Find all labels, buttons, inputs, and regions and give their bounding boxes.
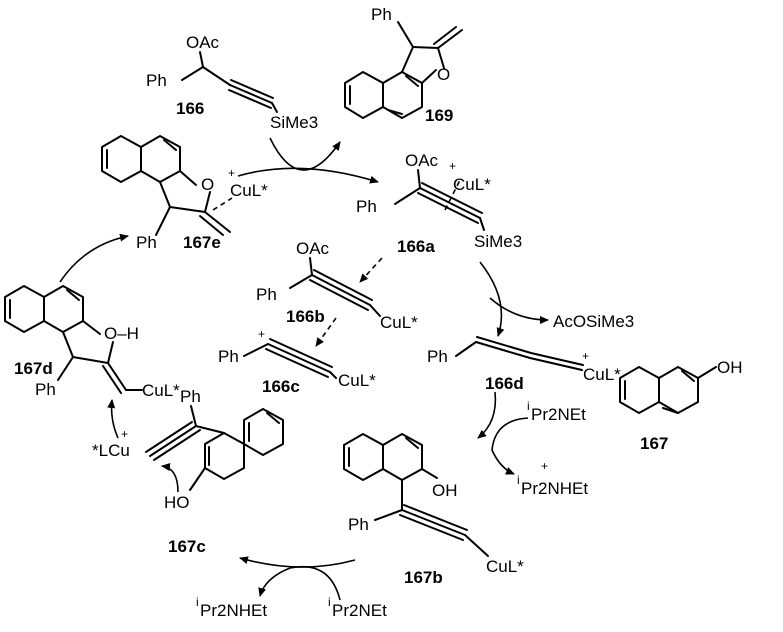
arrow-167d-to-167e <box>59 233 129 283</box>
charge-baseh1: + <box>541 459 548 473</box>
label-base2-i: i <box>328 595 331 609</box>
label-baseh2-i: i <box>196 595 199 609</box>
label-167c-ho: HO <box>164 493 190 512</box>
label-166a-ph: Ph <box>356 197 377 216</box>
arrow-166a-to-166d <box>479 261 505 337</box>
label-baseh1: Pr2NHEt <box>521 479 588 498</box>
compound-167c: Ph + *LCu HO 167c <box>92 387 284 556</box>
label-167b-oh: OH <box>432 481 458 500</box>
base-pr2net-2: i Pr2NEt <box>328 595 387 620</box>
compound-166: OAc Ph SiMe3 166 <box>146 33 318 132</box>
reaction-arrows <box>59 137 549 601</box>
label-base2: Pr2NEt <box>332 601 387 620</box>
compound-number-167c: 167c <box>168 537 206 556</box>
arrow-167c-to-167d <box>107 399 119 439</box>
label-166a-cul: CuL* <box>453 175 491 194</box>
compound-167d: O–H Ph CuL* 167d <box>4 285 180 400</box>
compound-number-166b: 166b <box>286 307 325 326</box>
label-166a-sime3: SiMe3 <box>474 232 522 251</box>
compound-number-167e: 167e <box>183 233 221 252</box>
label-166b-ph: Ph <box>256 285 277 304</box>
compound-number-167: 167 <box>640 434 668 453</box>
label-167d-cul: CuL* <box>142 381 180 400</box>
label-166-oac: OAc <box>186 33 220 52</box>
compound-number-167d: 167d <box>14 359 53 378</box>
compound-number-166: 166 <box>176 99 204 118</box>
base-pr2net-1: i Pr2NEt <box>527 399 586 424</box>
label-baseh1-i: i <box>517 473 520 487</box>
compound-number-166a: 166a <box>397 237 435 256</box>
arrow-167b-to-167c <box>239 556 356 568</box>
base-pr2nhet-1: + i Pr2NHEt <box>517 459 588 498</box>
arrow-167e-to-166a <box>237 167 379 184</box>
label-167d-ph: Ph <box>35 380 56 399</box>
label-167c-lcu: *LCu <box>92 441 130 460</box>
compound-166c: Ph + CuL* 166c <box>218 327 376 396</box>
label-baseh2: Pr2NHEt <box>200 601 267 620</box>
compound-166a: OAc + CuL* Ph SiMe3 166a <box>356 151 522 256</box>
arrow-166a-to-166b <box>359 257 383 283</box>
compound-number-169: 169 <box>425 106 453 125</box>
label-166a-oac: OAc <box>405 151 439 170</box>
label-166c-ph: Ph <box>218 347 239 366</box>
label-acosime3: AcOSiMe3 <box>553 312 634 331</box>
label-167e-cul: CuL* <box>230 181 268 200</box>
label-169-o: O <box>437 65 450 84</box>
arrow-to-169 <box>269 137 341 171</box>
charge-166c: + <box>258 327 265 341</box>
label-167c-ph: Ph <box>180 387 201 406</box>
compound-number-166c: 166c <box>262 377 300 396</box>
base-pr2nhet-2: i Pr2NHEt <box>196 595 267 620</box>
arrow-base-exchange-1 <box>491 417 529 475</box>
compound-169: Ph O 169 <box>344 5 463 125</box>
compound-167b: OH Ph CuL* 167b <box>343 433 524 587</box>
label-166-sime3: SiMe3 <box>270 113 318 132</box>
label-167d-oh: O–H <box>104 324 139 343</box>
label-167e-o: O <box>201 175 214 194</box>
compound-166b: OAc Ph CuL* 166b <box>256 239 418 332</box>
arrow-166b-to-166c <box>315 317 337 347</box>
charge-166d: + <box>582 349 589 363</box>
label-167b-cul: CuL* <box>486 557 524 576</box>
label-167-oh: OH <box>717 358 743 377</box>
compound-167e: O + CuL* Ph 167e <box>101 135 268 252</box>
label-166b-cul: CuL* <box>380 313 418 332</box>
arrow-base-exchange-2 <box>258 566 341 601</box>
label-166c-cul: CuL* <box>338 371 376 390</box>
compound-number-167b: 167b <box>404 568 443 587</box>
compound-number-166d: 166d <box>485 374 524 393</box>
arrow-167c-cyclization <box>161 463 179 493</box>
compound-167: OH 167 <box>619 358 743 453</box>
compound-166d: Ph + CuL* 166d <box>427 336 621 393</box>
label-166b-oac: OAc <box>296 239 330 258</box>
label-169-ph: Ph <box>371 5 392 24</box>
arrow-acosime3 <box>489 297 549 324</box>
label-base1: Pr2NEt <box>531 405 586 424</box>
label-166-ph: Ph <box>146 71 167 90</box>
charge-167c: + <box>121 427 128 441</box>
label-166d-ph: Ph <box>427 347 448 366</box>
label-base1-i: i <box>527 399 530 413</box>
label-167e-ph: Ph <box>136 233 157 252</box>
label-166d-cul: CuL* <box>583 365 621 384</box>
label-167b-ph: Ph <box>348 515 369 534</box>
arrow-166d-to-167b <box>477 391 497 439</box>
charge-167e: + <box>228 166 235 180</box>
charge-166a: + <box>449 159 456 173</box>
